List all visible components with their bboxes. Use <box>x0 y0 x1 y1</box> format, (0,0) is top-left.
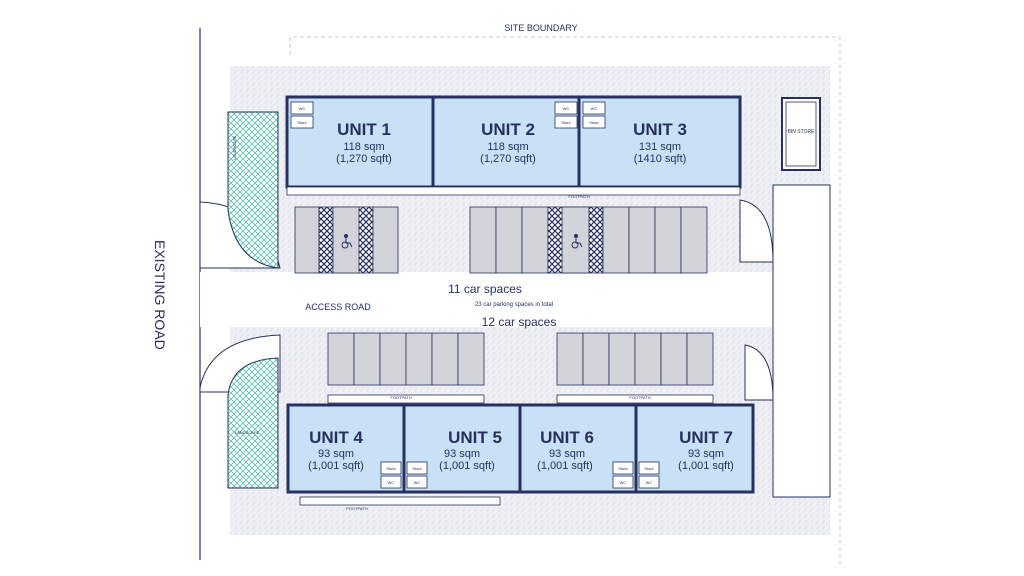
svg-text:UNIT 7: UNIT 7 <box>679 428 733 447</box>
unit-7-label: UNIT 7 93 sqm (1,001 sqft) <box>678 428 734 472</box>
footpath-top <box>286 186 741 196</box>
wc-label: WC <box>646 480 653 485</box>
store-label: Store <box>589 120 599 125</box>
svg-text:(1410 sqft): (1410 sqft) <box>634 153 687 165</box>
svg-text:131 sqm: 131 sqm <box>639 141 681 153</box>
wc-label: WC <box>388 480 395 485</box>
wheelchair-icon <box>571 234 583 249</box>
store-label: Store <box>386 466 396 471</box>
footpath-bottom-left <box>327 394 485 404</box>
wc-label: WC <box>563 106 570 111</box>
footpath-bottom-right <box>556 394 714 404</box>
unit-5-label: UNIT 5 93 sqm (1,001 sqft) <box>439 428 502 472</box>
svg-text:UNIT 3: UNIT 3 <box>633 120 687 139</box>
car-spaces-bottom-label: 12 car spaces <box>482 315 557 329</box>
wc-label: WC <box>414 480 421 485</box>
svg-text:(1,270 sqft): (1,270 sqft) <box>336 153 392 165</box>
site-boundary-line <box>289 36 841 565</box>
svg-text:(1,001 sqft): (1,001 sqft) <box>308 460 364 472</box>
svg-text:UNIT 4: UNIT 4 <box>309 428 363 447</box>
svg-text:UNIT 5: UNIT 5 <box>448 428 502 447</box>
wheelchair-icon <box>341 234 353 249</box>
store-label: Store <box>297 120 307 125</box>
svg-text:93 sqm: 93 sqm <box>444 448 480 460</box>
road-east <box>772 184 831 498</box>
wc-label: WC <box>299 106 306 111</box>
wc-label: WC <box>591 106 598 111</box>
unit-4-label: UNIT 4 93 sqm (1,001 sqft) <box>308 428 364 472</box>
access-road-label: ACCESS ROAD <box>305 302 371 312</box>
wc-store-bottom <box>380 461 660 489</box>
road-band <box>200 272 775 327</box>
footpath-bottom-left-label: FOOTPATH <box>390 395 411 400</box>
store-label: Store <box>412 466 422 471</box>
parking-bottom-right <box>556 332 714 386</box>
svg-text:(1,001 sqft): (1,001 sqft) <box>537 460 593 472</box>
landscape-top <box>227 111 279 269</box>
store-label: Store <box>618 466 628 471</box>
svg-text:118 sqm: 118 sqm <box>487 141 528 153</box>
road-curve-east-bottom <box>744 344 774 401</box>
svg-text:UNIT 2: UNIT 2 <box>481 120 535 139</box>
car-spaces-top-label: 11 car spaces <box>448 282 522 296</box>
wc-store-top <box>290 101 606 129</box>
unit-1-label: UNIT 1 118 sqm (1,270 sqft) <box>336 120 392 165</box>
bin-store <box>781 97 821 171</box>
svg-text:93 sqm: 93 sqm <box>318 448 354 460</box>
unit-6-label: UNIT 6 93 sqm (1,001 sqft) <box>537 428 594 472</box>
store-label: Store <box>561 120 571 125</box>
building-top <box>285 95 742 189</box>
bin-store-label: BIN STORE <box>788 129 816 135</box>
svg-text:(1,001 sqft): (1,001 sqft) <box>439 460 495 472</box>
parking-bottom-left <box>327 332 485 386</box>
store-label: Store <box>644 466 654 471</box>
landscape-bottom-label: LANDSCAPE <box>235 430 260 435</box>
svg-text:93 sqm: 93 sqm <box>549 448 585 460</box>
svg-text:UNIT 6: UNIT 6 <box>540 428 594 447</box>
svg-text:(1,270 sqft): (1,270 sqft) <box>480 153 536 165</box>
road-curve-east-top <box>739 199 774 263</box>
unit-3-label: UNIT 3 131 sqm (1410 sqft) <box>633 120 687 165</box>
footpath-bottom-right-label: FOOTPATH <box>629 395 650 400</box>
site-boundary-label: SITE BOUNDARY <box>504 23 577 33</box>
landscape-bottom <box>227 357 279 489</box>
unit-2-label: UNIT 2 118 sqm (1,270 sqft) <box>480 120 536 165</box>
landscape-top-label: LANDSCAPE <box>232 135 237 160</box>
existing-road-label: EXISTING ROAD <box>152 240 168 350</box>
footpath-bottom-front <box>299 496 501 506</box>
car-total-label: 23 car parking spaces in total <box>475 302 553 308</box>
parking-top-right <box>469 206 708 274</box>
svg-text:93 sqm: 93 sqm <box>688 448 724 460</box>
svg-text:118 sqm: 118 sqm <box>343 141 384 153</box>
svg-text:(1,001 sqft): (1,001 sqft) <box>678 460 734 472</box>
footpath-top-label: FOOTPATH <box>568 194 589 199</box>
svg-text:UNIT 1: UNIT 1 <box>337 120 391 139</box>
wc-label: WC <box>620 480 627 485</box>
footpath-bottom-front-label: FOOTPATH <box>346 506 367 511</box>
